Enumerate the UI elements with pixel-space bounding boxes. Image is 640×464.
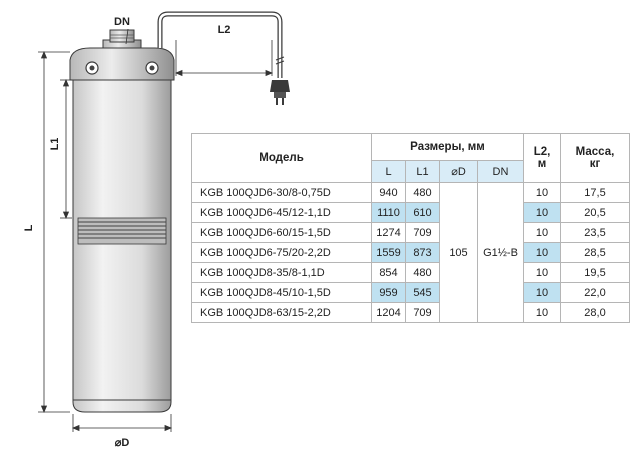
subheader-d: ⌀D	[439, 160, 478, 183]
pump-body	[72, 79, 172, 413]
cell-l2: 10	[523, 222, 561, 243]
power-plug	[270, 80, 290, 105]
cell-l1: 545	[405, 282, 440, 303]
cell-model: KGB 100QJD6-30/8-0,75D	[191, 182, 372, 203]
header-l2: L2, м	[523, 133, 561, 183]
diameter-label: ⌀D	[115, 437, 130, 449]
cell-model: KGB 100QJD8-63/15-2,2D	[191, 302, 372, 323]
cell-dn: G1½-B	[477, 182, 524, 323]
cell-l: 940	[371, 182, 406, 203]
table-row: KGB 100QJD8-35/8-1,1D 854 480 10 19,5	[191, 262, 630, 283]
table-row: KGB 100QJD6-30/8-0,75D 940 480 105 G1½-B…	[191, 182, 630, 323]
cell-mass: 20,5	[560, 202, 630, 223]
cell-l1: 480	[405, 262, 440, 283]
table-row: KGB 100QJD8-63/15-2,2D 1204 709 10 28,0	[191, 302, 630, 323]
subheader-l: L	[371, 160, 406, 183]
cell-l1: 610	[405, 202, 440, 223]
cell-l2: 10	[523, 302, 561, 323]
header-model: Модель	[191, 133, 372, 183]
cell-l2: 10	[523, 242, 561, 263]
cell-l2: 10	[523, 262, 561, 283]
cell-l: 854	[371, 262, 406, 283]
power-cable	[157, 11, 285, 78]
cell-model: KGB 100QJD6-45/12-1,1D	[191, 202, 372, 223]
table-row: KGB 100QJD6-45/12-1,1D 1110 610 10 20,5	[191, 202, 630, 223]
cell-mass: 19,5	[560, 262, 630, 283]
table-row: KGB 100QJD8-45/10-1,5D 959 545 10 22,0	[191, 282, 630, 303]
cell-mass: 28,0	[560, 302, 630, 323]
subheader-l1: L1	[405, 160, 440, 183]
cell-mass: 22,0	[560, 282, 630, 303]
cell-l2: 10	[523, 202, 561, 223]
table-row: KGB 100QJD6-75/20-2,2D 1559 873 10 28,5	[191, 242, 630, 263]
cell-mass: 23,5	[560, 222, 630, 243]
cell-l: 1559	[371, 242, 406, 263]
cell-l2: 10	[523, 182, 561, 203]
l2-label: L2	[218, 24, 231, 36]
cell-model: KGB 100QJD8-45/10-1,5D	[191, 282, 372, 303]
cell-mass: 28,5	[560, 242, 630, 263]
subheader-dn: DN	[477, 160, 524, 183]
cell-l: 1204	[371, 302, 406, 323]
table-row: KGB 100QJD6-60/15-1,5D 1274 709 10 23,5	[191, 222, 630, 243]
cell-l: 1274	[371, 222, 406, 243]
cell-l: 959	[371, 282, 406, 303]
cell-l1: 709	[405, 222, 440, 243]
cell-l1: 873	[405, 242, 440, 263]
cell-l1: 709	[405, 302, 440, 323]
dimension-lines	[38, 28, 274, 432]
cell-mass: 17,5	[560, 182, 630, 203]
header-dimensions: Размеры, мм	[371, 133, 524, 161]
cell-d: 105	[439, 182, 478, 323]
cell-model: KGB 100QJD8-35/8-1,1D	[191, 262, 372, 283]
cell-model: KGB 100QJD6-60/15-1,5D	[191, 222, 372, 243]
l-label: L	[23, 224, 35, 231]
cell-model: KGB 100QJD6-75/20-2,2D	[191, 242, 372, 263]
dn-label: DN	[114, 16, 130, 28]
cell-l: 1110	[371, 202, 406, 223]
spec-table: Модель Размеры, мм L2, м Масса, кг L L1 …	[191, 133, 630, 323]
l1-label: L1	[49, 138, 61, 151]
intake-screen	[77, 217, 167, 245]
cell-l2: 10	[523, 282, 561, 303]
cell-l1: 480	[405, 182, 440, 203]
pump-head	[69, 47, 175, 81]
header-mass: Масса, кг	[560, 133, 630, 183]
